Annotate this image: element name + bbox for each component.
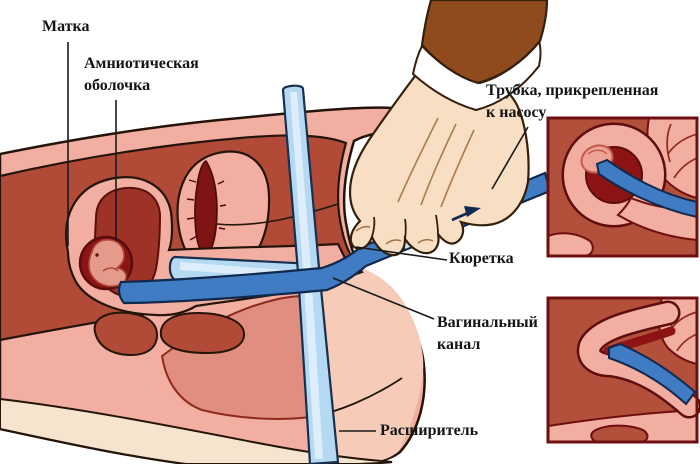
inset2-border (546, 296, 699, 444)
label-amniotic-line1: Амниотическая (84, 55, 199, 72)
inset1-border (546, 116, 699, 258)
flow-arrow-icon (451, 206, 481, 222)
inset-suction-closeup (546, 116, 699, 258)
embryo (88, 239, 127, 287)
inset1-bowel-folds (666, 123, 698, 179)
label-curette-text: Кюретка (449, 250, 514, 267)
rectum-ticks (186, 179, 227, 241)
perineal-muscle-left (93, 311, 159, 357)
label-curette: Кюретка (449, 248, 514, 270)
label-uterus: Матка (42, 16, 90, 38)
inset2-bottom-red-blob (590, 424, 649, 443)
embryo-limb-line (102, 267, 119, 272)
label-vaginal-canal-line1: Вагинальный (437, 314, 538, 331)
vaginal-canal-leader-line (332, 277, 435, 320)
hand-group (348, 0, 549, 257)
inset-emptied-uterus (546, 296, 700, 444)
cream-tissue-layer (0, 397, 393, 464)
pelvic-fold-line (216, 203, 339, 226)
sleeve-brown (420, 0, 549, 85)
label-amniotic-membrane: Амниотическая оболочка (84, 53, 199, 97)
label-amniotic-line2: оболочка (84, 77, 151, 94)
inset2-suction-tube (608, 342, 697, 406)
inset1-uterus-ring (564, 125, 664, 225)
finger-separator-lines (371, 214, 439, 240)
thigh-highlight (320, 264, 424, 464)
label-uterus-text: Матка (42, 18, 90, 35)
leader-lines (67, 42, 529, 432)
label-pump-tube: Трубка, прикрепленная к насосу (486, 80, 658, 124)
pump-tube-leader-line (491, 126, 529, 190)
label-dilator-text: Расширитель (380, 422, 479, 439)
hand-tendon-lines (397, 117, 475, 208)
perineal-muscle-right (159, 311, 246, 355)
curette-leader-line (355, 246, 448, 261)
label-vaginal-canal-line2: канал (437, 336, 481, 353)
embryo-eye-dot (95, 253, 99, 257)
label-vaginal-canal: Вагинальный канал (437, 312, 538, 356)
label-pump-tube-line2: к насосу (486, 104, 547, 121)
label-pump-tube-line1: Трубка, прикрепленная (486, 82, 659, 99)
hand (348, 74, 530, 257)
inset1-remnant-crease (587, 149, 608, 155)
knuckle-crease-lines (355, 225, 434, 245)
label-dilator: Расширитель (380, 420, 478, 442)
